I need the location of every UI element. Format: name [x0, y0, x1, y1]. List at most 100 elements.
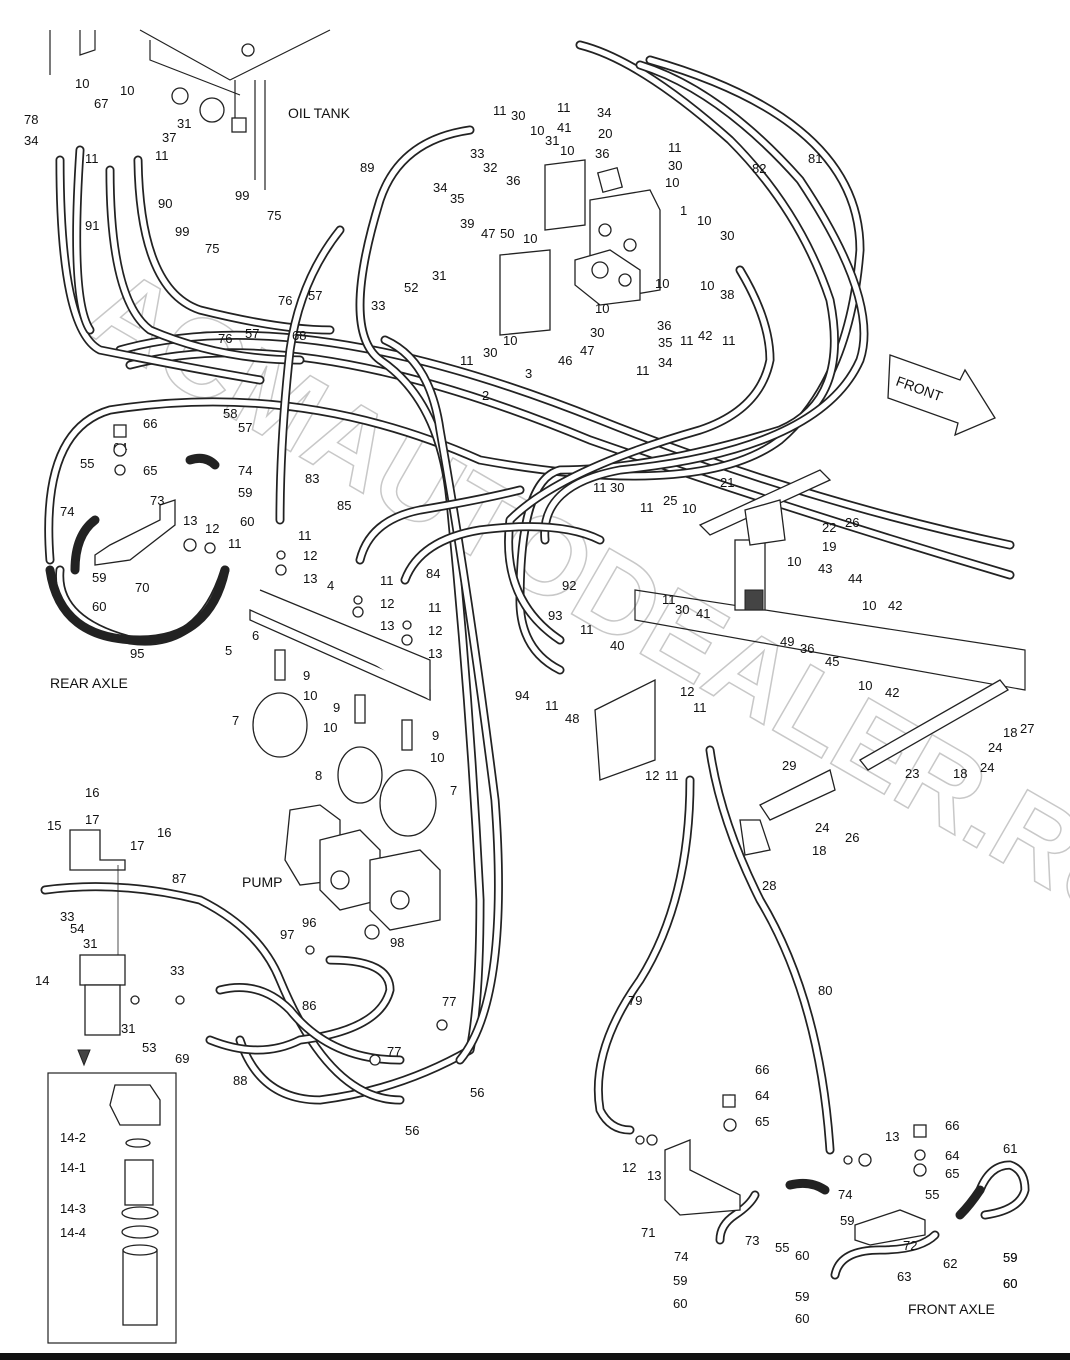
part-label: 99	[175, 224, 189, 239]
tank-port	[241, 43, 255, 57]
part-label: 4	[327, 578, 334, 593]
part-label: 48	[565, 711, 579, 726]
part-label: 11	[85, 151, 99, 166]
part-label: 8	[315, 768, 322, 783]
part-label: 24	[980, 760, 994, 775]
part-label: 64	[945, 1148, 959, 1163]
part-label: 21	[720, 475, 734, 490]
part-label: 41	[557, 120, 571, 135]
part-label: 93	[548, 608, 562, 623]
part-label: 55	[775, 1240, 789, 1255]
part-label: 68	[292, 328, 306, 343]
part-label: 14-2	[60, 1130, 86, 1145]
part-label: 74	[674, 1249, 688, 1264]
part-label: 95	[130, 646, 144, 661]
part-label: 85	[337, 498, 351, 513]
part-label: 2	[482, 388, 489, 403]
part-label: 72	[903, 1238, 917, 1253]
part-label: 59	[1003, 1250, 1017, 1265]
part-label: 11	[665, 768, 679, 783]
part-label: 56	[470, 1085, 484, 1100]
part-label: 42	[885, 685, 899, 700]
filter-detail	[47, 1049, 177, 1344]
part-label: 75	[267, 208, 281, 223]
part-label: 87	[172, 871, 186, 886]
part-label: 53	[142, 1040, 156, 1055]
part-label: 9	[303, 668, 310, 683]
part-label: 12	[303, 548, 317, 563]
part-label: 63	[897, 1269, 911, 1284]
part-label: 10	[858, 678, 872, 693]
pump-caption: PUMP	[242, 874, 282, 890]
part-label: 10	[682, 501, 696, 516]
part-label: 82	[752, 161, 766, 176]
part-label: 10	[323, 720, 337, 735]
part-label: 11	[593, 480, 607, 495]
part-label: 10	[862, 598, 876, 613]
part-label: 78	[24, 112, 38, 127]
part-label: 39	[460, 216, 474, 231]
part-label: 25	[663, 493, 677, 508]
part-label: 90	[158, 196, 172, 211]
part-label: 13	[303, 571, 317, 586]
part-label: 80	[818, 983, 832, 998]
part-label: 44	[848, 571, 862, 586]
part-label: 31	[177, 116, 191, 131]
part-label: 12	[205, 521, 219, 536]
part-label: 17	[85, 812, 99, 827]
part-label: 11	[668, 140, 682, 155]
fittings	[113, 424, 927, 1177]
part-label: 61	[1003, 1141, 1017, 1156]
part-label: 11	[640, 500, 654, 515]
part-label: 59	[795, 1289, 809, 1304]
part-label: 11	[722, 333, 736, 348]
part-label: 62	[943, 1256, 957, 1271]
part-label: 59	[1003, 1250, 1017, 1265]
part-label: 92	[562, 578, 576, 593]
part-label: 1	[680, 203, 687, 218]
part-label: 11	[545, 698, 559, 713]
part-label: 36	[657, 318, 671, 333]
part-label: 74	[238, 463, 252, 478]
part-label: 33	[371, 298, 385, 313]
part-label: 20	[598, 126, 612, 141]
part-label: 81	[808, 151, 822, 166]
part-label: 24	[988, 740, 1002, 755]
part-label: 13	[885, 1129, 899, 1144]
part-label: 47	[481, 226, 495, 241]
part-label: 59	[92, 570, 106, 585]
part-label: 11	[380, 573, 394, 588]
brake-cylinder	[859, 679, 1009, 771]
part-label: 31	[121, 1021, 135, 1036]
part-label: 60	[795, 1248, 809, 1263]
part-label: 11	[580, 622, 594, 637]
part-label: 66	[755, 1062, 769, 1077]
tank-port	[199, 97, 225, 123]
part-label: 73	[150, 493, 164, 508]
tank-port	[171, 87, 189, 105]
part-label: 97	[280, 927, 294, 942]
part-label: 71	[641, 1225, 655, 1240]
part-label: 11	[693, 700, 707, 715]
part-label: 10	[430, 750, 444, 765]
part-label: 41	[696, 606, 710, 621]
part-label: 33	[470, 146, 484, 161]
part-label: 56	[405, 1123, 419, 1138]
part-label: 10	[787, 554, 801, 569]
accumulator	[337, 746, 383, 804]
part-label: 29	[782, 758, 796, 773]
part-label: 65	[755, 1114, 769, 1129]
part-label: 31	[83, 936, 97, 951]
part-label: 65	[143, 463, 157, 478]
part-label: 14-4	[60, 1225, 86, 1240]
part-label: 77	[442, 994, 456, 1009]
part-label: 84	[426, 566, 440, 581]
part-label: 57	[245, 326, 259, 341]
part-label: 30	[511, 108, 525, 123]
part-label: 55	[925, 1187, 939, 1202]
part-label: 9	[333, 700, 340, 715]
filter	[69, 829, 126, 1036]
part-label: 91	[85, 218, 99, 233]
part-label: 7	[450, 783, 457, 798]
front-axle-caption: FRONT AXLE	[908, 1301, 995, 1317]
